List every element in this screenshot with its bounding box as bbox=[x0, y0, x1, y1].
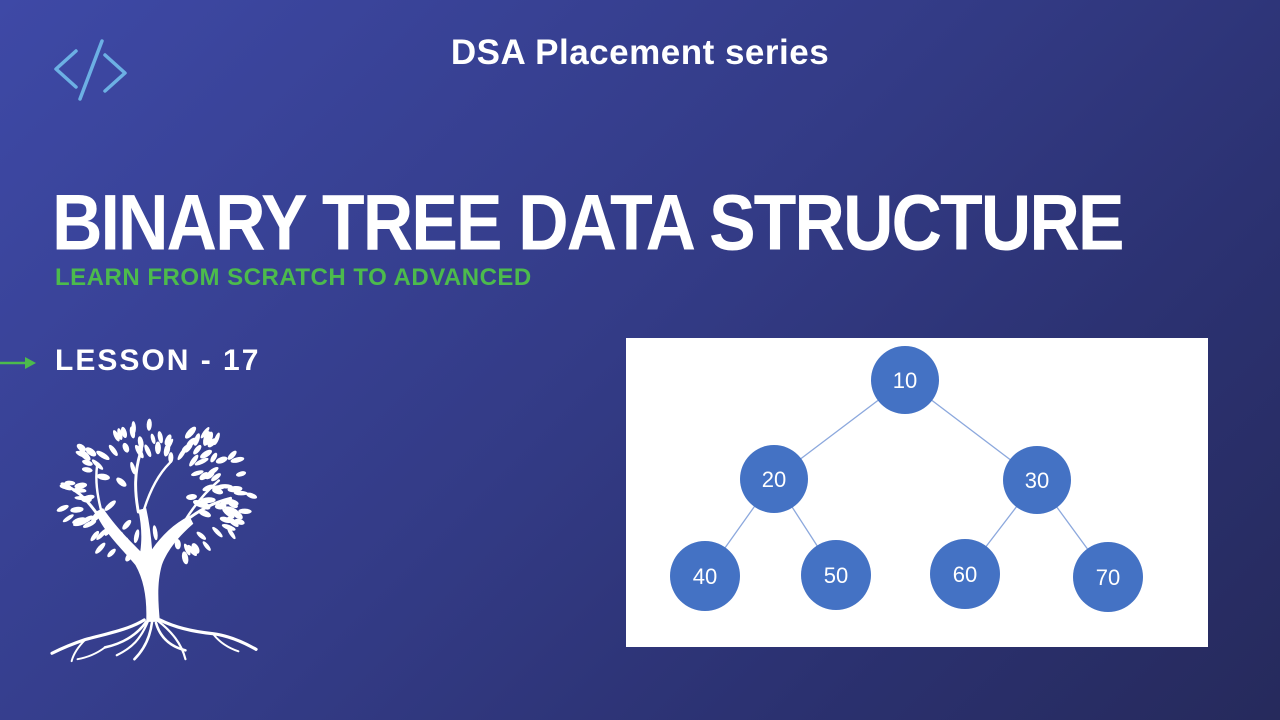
tree-node-left-right: 50 bbox=[801, 540, 871, 610]
node-label: 50 bbox=[824, 563, 848, 588]
lesson-label: LESSON - 17 bbox=[55, 344, 261, 377]
node-label: 20 bbox=[762, 467, 786, 492]
tree-node-left: 20 bbox=[740, 445, 808, 513]
node-label: 40 bbox=[693, 564, 717, 589]
tree-nodes: 10 20 30 40 50 bbox=[670, 346, 1143, 612]
tree-node-right: 30 bbox=[1003, 446, 1071, 514]
tree-leaves bbox=[56, 418, 258, 565]
node-label: 30 bbox=[1025, 468, 1049, 493]
series-title: DSA Placement series bbox=[450, 33, 830, 72]
binary-tree-diagram: 10 20 30 40 50 bbox=[670, 346, 1143, 612]
tree-node-left-left: 40 bbox=[670, 541, 740, 611]
tree-logo-icon bbox=[50, 418, 258, 663]
node-label: 10 bbox=[893, 368, 917, 393]
code-icon bbox=[54, 39, 127, 101]
subtitle: LEARN FROM SCRATCH TO ADVANCED bbox=[55, 264, 532, 291]
tree-node-right-left: 60 bbox=[930, 539, 1000, 609]
node-label: 70 bbox=[1096, 565, 1120, 590]
tree-node-right-right: 70 bbox=[1073, 542, 1143, 612]
tree-node-root: 10 bbox=[871, 346, 939, 414]
tree-roots bbox=[50, 618, 258, 663]
binary-tree-diagram-panel: 10 20 30 40 50 bbox=[626, 338, 1208, 647]
arrow-right-icon bbox=[0, 357, 36, 369]
node-label: 60 bbox=[953, 562, 977, 587]
page-title: BINARY TREE DATA STRUCTURE bbox=[52, 179, 1125, 267]
